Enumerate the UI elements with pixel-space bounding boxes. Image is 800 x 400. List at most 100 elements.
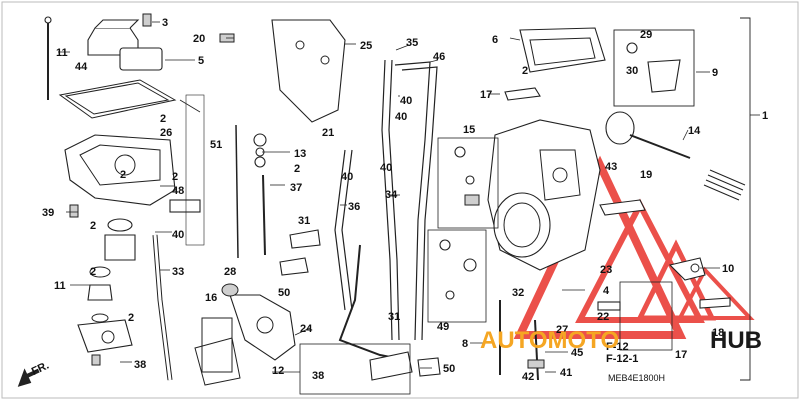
callout-38-a: 38 [134,359,146,371]
linkage-19 [599,199,646,216]
callout-41: 41 [560,367,572,379]
callout-40-d: 40 [380,162,392,174]
callout-36: 36 [348,201,360,213]
callout-20: 20 [193,33,205,45]
callout-2-top: 2 [522,65,528,77]
callout-16: 16 [205,292,217,304]
callout-2-c: 2 [294,163,300,175]
direction-indicator: FR. [17,360,51,387]
callout-11-top: 11 [56,47,68,59]
bracket-31 [289,229,321,249]
hot-start-plunger [221,283,296,361]
ref-f12-1: F-12-1 [606,353,638,365]
carburetor-body [487,119,601,271]
callout-50-b: 50 [443,363,455,375]
bracket-13 [185,94,205,246]
callout-15-top: 15 [463,124,475,136]
callout-39: 39 [42,207,54,219]
gasket-top [58,79,177,119]
tube-35-46 [381,59,438,341]
clip-50 [417,357,441,377]
callout-19: 19 [640,169,652,181]
callout-6: 6 [492,34,498,46]
callout-2-f: 2 [90,266,96,278]
callout-31-a: 31 [298,215,310,227]
callout-46: 46 [433,51,445,63]
fittings-15 [437,137,499,229]
callout-18: 18 [712,327,724,339]
leader-lines [58,21,760,373]
callout-24: 24 [300,323,313,335]
accelerator-pump-cover [77,218,136,366]
top-cap [87,19,163,71]
callout-44: 44 [75,61,88,73]
callout-27: 27 [556,324,568,336]
callout-11-mid: 11 [54,280,66,292]
callout-22: 22 [597,311,609,323]
throttle-cable-12 [338,244,413,381]
jets-8-42 [499,300,545,381]
callout-21: 21 [322,127,334,139]
callout-32: 32 [512,287,524,299]
callout-31-b: 31 [388,311,400,323]
callout-2-e: 2 [90,220,96,232]
bracket-50 [279,257,309,276]
callout-26: 26 [160,127,172,139]
callout-10: 10 [722,263,734,275]
callout-3: 3 [162,17,168,29]
choke-plunger-box [597,281,673,351]
callout-34: 34 [385,189,398,201]
callout-30: 30 [626,65,638,77]
callout-labels: 3 20 25 35 46 6 29 11 44 5 2 30 9 17 40 … [42,17,768,383]
outer-bracket-1 [740,17,751,381]
callout-17-top: 17 [480,89,492,101]
callout-23: 23 [600,264,612,276]
subgroup-box-12 [299,343,411,395]
callout-38-b: 38 [312,370,324,382]
float-chamber [64,134,201,213]
callout-40-b: 40 [395,111,407,123]
callout-37: 37 [290,182,302,194]
callout-28: 28 [224,266,236,278]
callout-12: 12 [272,365,284,377]
jet-needle [235,124,239,259]
callout-45: 45 [571,347,583,359]
throttle-shaft-14 [605,111,691,159]
main-jet-stack [253,133,267,256]
callout-1: 1 [762,110,768,122]
callout-35: 35 [406,37,418,49]
callout-9: 9 [712,67,718,79]
watermark-part2: HUB [710,327,762,354]
callout-49: 49 [437,321,449,333]
vent-tube-36 [334,149,353,311]
top-cover-6 [519,27,606,73]
direction-label: FR. [30,360,51,378]
watermark-logo: AUTOMOTO HUB [480,327,762,354]
callout-40-c: 40 [341,171,353,183]
callout-50-a: 50 [278,287,290,299]
callout-17-bottom: 17 [675,349,687,361]
callout-8: 8 [462,338,468,350]
callout-42: 42 [522,371,534,383]
callout-29: 29 [640,29,652,41]
callout-48: 48 [172,185,184,197]
throttle-valve-plate [271,19,346,123]
callout-13: 13 [294,148,306,160]
callout-14: 14 [688,125,701,137]
callout-4: 4 [603,285,610,297]
overflow-tube [152,234,173,381]
callout-2-d: 2 [172,171,178,183]
drain-screw [69,204,79,218]
ref-f12: F-12 [606,341,629,353]
callout-40-e: 40 [172,229,184,241]
gasket-set-15-16 [194,317,241,386]
callout-40-a: 40 [400,95,412,107]
diagram-code: MEB4E1800H [608,373,665,383]
throttle-drum-9 [613,29,695,107]
callout-43: 43 [605,161,617,173]
callout-51: 51 [210,139,222,151]
callout-25: 25 [360,40,372,52]
fuel-elbow-10 [668,257,706,281]
